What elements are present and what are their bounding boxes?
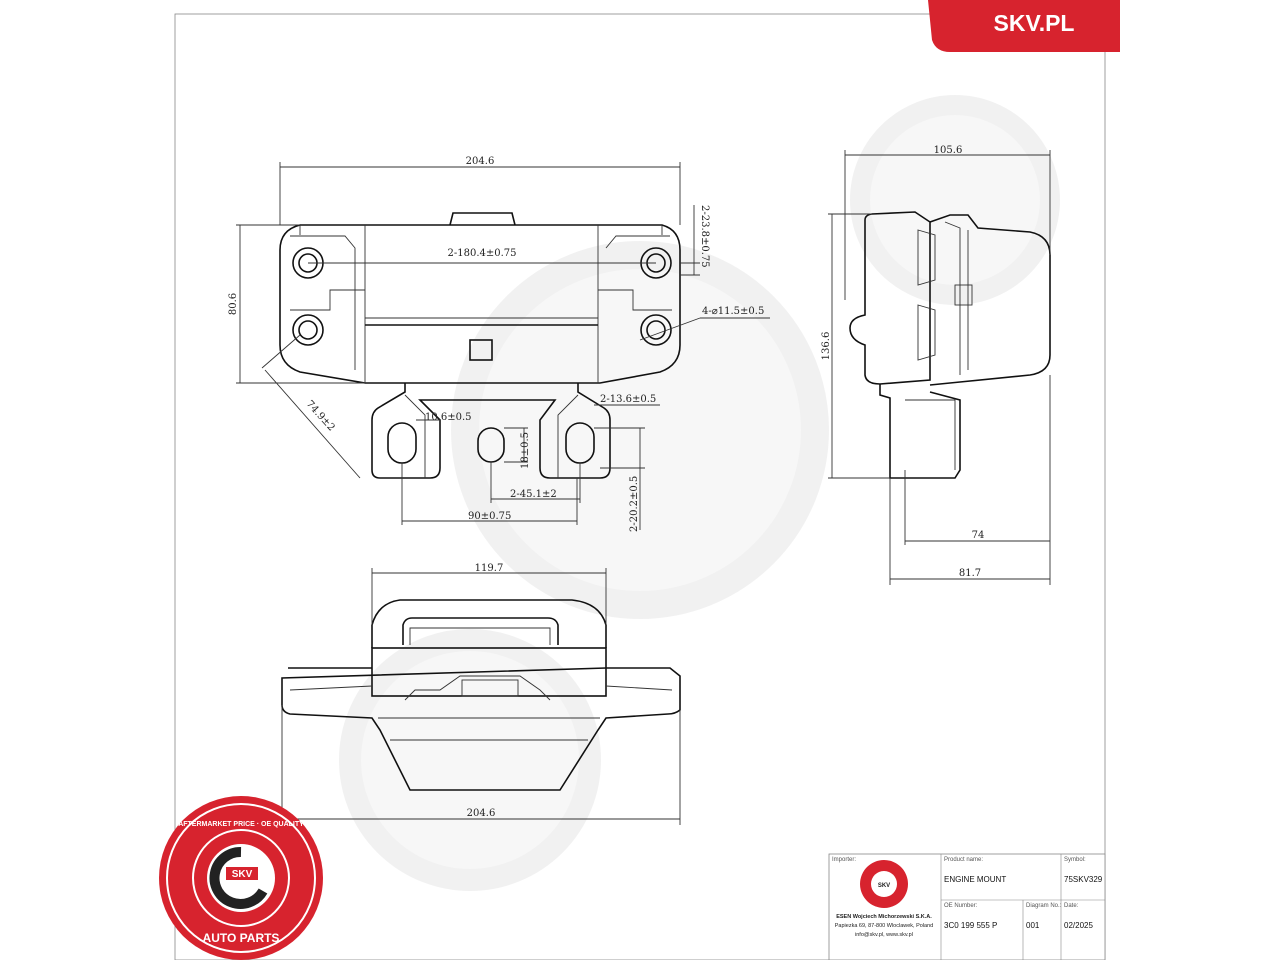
skv-seal-logo: SKV AFTERMARKET PRICE · OE QUALITY AUTO … (159, 796, 323, 960)
dim-slot-offset: 2-13.6±0.5 (600, 394, 656, 405)
dim-front-height: 80.6 (228, 293, 239, 315)
symbol-label: Symbol: (1064, 857, 1086, 863)
oe-value: 3C0 199 555 P (944, 921, 997, 930)
dim-side-817: 81.7 (959, 568, 981, 579)
diagram-value: 001 (1026, 921, 1040, 930)
dim-side-height: 136.6 (821, 332, 832, 361)
importer-address: Papiezka 69, 87-800 Wloclawek, Poland (835, 923, 933, 929)
title-block: Importer: SKV ESEN Wojciech Michorzewski… (828, 853, 1106, 960)
date-value: 02/2025 (1064, 921, 1093, 930)
product-label: Product name: (944, 857, 983, 863)
bolt-hole-br (640, 314, 672, 346)
top-view (281, 599, 681, 791)
product-name: ENGINE MOUNT (944, 875, 1006, 884)
importer-seal-logo: SKV (860, 860, 908, 908)
side-dimensions: 105.6 136.6 74 81.7 (821, 145, 1051, 585)
top-dimensions: 119.7 204.6 (281, 563, 681, 825)
oe-label: OE Number: (944, 903, 978, 909)
dim-bottom-width: 204.6 (467, 808, 496, 819)
dim-hole-vertical: 2-23.8±0.75 (699, 205, 710, 268)
dim-slot-spacing: 2-45.1±2 (510, 489, 557, 500)
dim-diagonal: 74.9±2 (304, 399, 337, 434)
date-label: Date: (1064, 903, 1079, 909)
svg-text:SKV: SKV (878, 883, 890, 889)
dim-side-width: 105.6 (934, 145, 963, 156)
diagram-label: Diagram No.: (1026, 903, 1062, 909)
dim-bracket-spacing: 90±0.75 (468, 511, 511, 522)
seal-ring-text: AFTERMARKET PRICE · OE QUALITY (178, 821, 304, 828)
dim-front-width: 204.6 (466, 156, 495, 167)
dim-bracket-drop: 2-20.2±0.5 (629, 476, 640, 532)
brand-name: SKV.PL (994, 10, 1075, 36)
drawing-frame (174, 13, 1106, 960)
dim-slot-height: 18±0.5 (520, 432, 531, 469)
importer-name: ESEN Wojciech Michorzewski S.K.A. (836, 914, 932, 920)
dim-side-74: 74 (972, 530, 985, 541)
front-view (279, 212, 681, 479)
dim-hole-spacing: 2-180.4±0.75 (447, 248, 516, 259)
seal-bottom-text: AUTO PARTS (203, 931, 280, 945)
dim-top-width: 119.7 (475, 563, 504, 574)
symbol-value: 75SKV329 (1064, 875, 1103, 884)
importer-contact: info@skv.pl, www.skv.pl (855, 932, 913, 938)
brand-tab: SKV.PL (928, 0, 1120, 52)
dim-hole-diameter: 4-⌀11.5±0.5 (702, 306, 764, 317)
importer-label: Importer: (832, 857, 856, 863)
seal-center-text: SKV (232, 869, 253, 880)
dim-slot-width: 10.6±0.5 (425, 412, 472, 423)
bolt-hole-bl (292, 314, 324, 346)
